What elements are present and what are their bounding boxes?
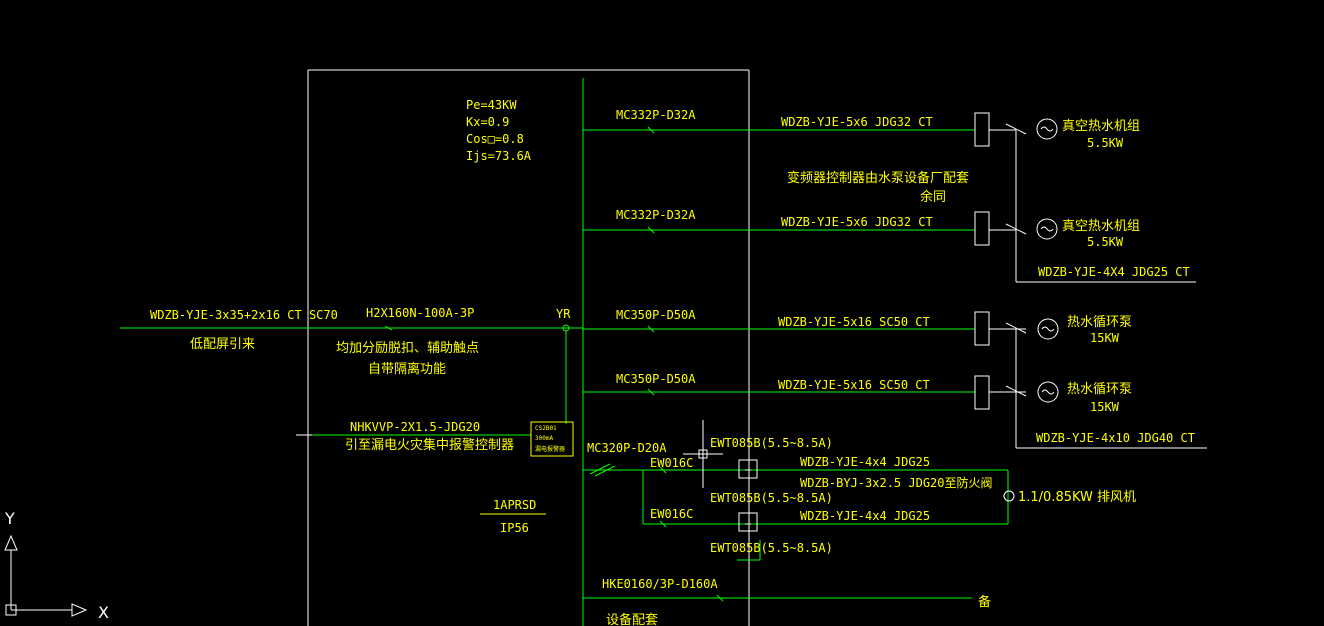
- panel-frame: [307, 69, 750, 626]
- circuit-3-load-name: 热水循环泵: [1067, 315, 1132, 330]
- panel-kx: Kx=0.9: [466, 115, 509, 129]
- circuit-2-load-name: 真空热水机组: [1062, 219, 1140, 234]
- panel-ijs: Ijs=73.6A: [466, 149, 532, 163]
- fan-cable-1: WDZB-YJE-4x4 JDG25: [800, 455, 930, 469]
- circuit-1-load-name: 真空热水机组: [1062, 119, 1140, 134]
- alarm-cable-label: NHKVVP-2X1.5-JDG20: [350, 420, 480, 434]
- group-1-cable: WDZB-YJE-4X4 JDG25 CT: [1038, 265, 1190, 279]
- circuit-2-breaker: MC332P-D32A: [616, 208, 696, 222]
- alarm-note-label: 引至漏电火灾集中报警控制器: [345, 437, 514, 453]
- circuit-4-load-name: 热水循环泵: [1067, 382, 1132, 397]
- svg-text:CS2B01: CS2B01: [535, 425, 557, 432]
- ucs-x-label: X: [98, 603, 109, 622]
- spare-circuit-line[interactable]: [583, 594, 972, 602]
- svg-text:漏电报警器: 漏电报警器: [535, 445, 565, 453]
- group-1-bracket: [1015, 130, 1196, 283]
- fan-relay-2: EWT085B(5.5~8.5A): [710, 491, 833, 505]
- main-breaker-note-1: 均加分励脱扣、辅助触点: [336, 341, 479, 356]
- leakage-alarm-wiring[interactable]: [296, 331, 567, 436]
- circuit-3-cable: WDZB-YJE-5x16 SC50 CT: [778, 315, 930, 329]
- circuit-4-load-power: 15KW: [1090, 400, 1120, 414]
- circuit-1-load-power: 5.5KW: [1087, 136, 1124, 150]
- circuit-3-line[interactable]: [583, 311, 1059, 346]
- circuit-3-breaker: MC350P-D50A: [616, 308, 696, 322]
- fan-contactor-2: EW016C: [650, 507, 693, 521]
- fan-load: 1.1/0.85KW 排风机: [1018, 490, 1136, 505]
- fan-cable-2: WDZB-YJE-4x4 JDG25: [800, 509, 930, 523]
- circuit-2-line[interactable]: [583, 211, 1058, 246]
- incoming-cable-label: WDZB-YJE-3x35+2x16 CT SC70: [150, 308, 338, 322]
- circuit-1-breaker: MC332P-D32A: [616, 108, 696, 122]
- circuit-4-breaker: MC350P-D50A: [616, 372, 696, 386]
- vfd-note-1: 变频器控制器由水泵设备厂配套: [787, 170, 969, 186]
- ucs-icon: [4, 534, 88, 617]
- group-2-cable: WDZB-YJE-4x10 JDG40 CT: [1036, 431, 1195, 445]
- circuit-4-cable: WDZB-YJE-5x16 SC50 CT: [778, 378, 930, 392]
- fan-relay-1: EWT085B(5.5~8.5A): [710, 436, 833, 450]
- fan-breaker: MC320P-D20A: [587, 441, 667, 455]
- svg-text:300mA: 300mA: [535, 435, 553, 442]
- circuit-1-cable: WDZB-YJE-5x6 JDG32 CT: [781, 115, 933, 129]
- spare-breaker: HKE0160/3P-D160A: [602, 577, 718, 591]
- leakage-alarm-box[interactable]: CS2B01 300mA 漏电报警器: [530, 421, 574, 457]
- incoming-source-label: 低配屏引来: [190, 337, 255, 352]
- circuit-2-load-power: 5.5KW: [1087, 235, 1124, 249]
- panel-cos: Cos□=0.8: [466, 132, 524, 146]
- spare-label: 备: [978, 594, 991, 610]
- panel-name: 1APRSD: [493, 498, 536, 512]
- equip-note: 设备配套: [606, 612, 658, 626]
- yr-label: YR: [556, 307, 571, 321]
- circuit-3-load-power: 15KW: [1090, 331, 1120, 345]
- fan-contactor-1: EW016C: [650, 456, 693, 470]
- fan-cable-ctrl: WDZB-BYJ-3x2.5 JDG20至防火阀: [800, 475, 993, 490]
- incoming-feeder[interactable]: [120, 324, 583, 332]
- fan-circuit-wiring[interactable]: [583, 420, 1015, 561]
- ucs-y-label: Y: [4, 509, 15, 528]
- main-breaker-label: H2X160N-100A-3P: [366, 306, 474, 320]
- circuit-2-cable: WDZB-YJE-5x6 JDG32 CT: [781, 215, 933, 229]
- circuit-1-line[interactable]: [583, 112, 1058, 147]
- group-2-bracket: [1015, 329, 1207, 449]
- fan-relay-3: EWT085B(5.5~8.5A): [710, 541, 833, 555]
- main-breaker-note-2: 自带隔离功能: [368, 361, 446, 377]
- vfd-note-2: 余同: [920, 189, 946, 205]
- panel-ip: IP56: [500, 521, 529, 535]
- panel-pe: Pe=43KW: [466, 98, 517, 112]
- circuit-4-line[interactable]: [583, 375, 1059, 410]
